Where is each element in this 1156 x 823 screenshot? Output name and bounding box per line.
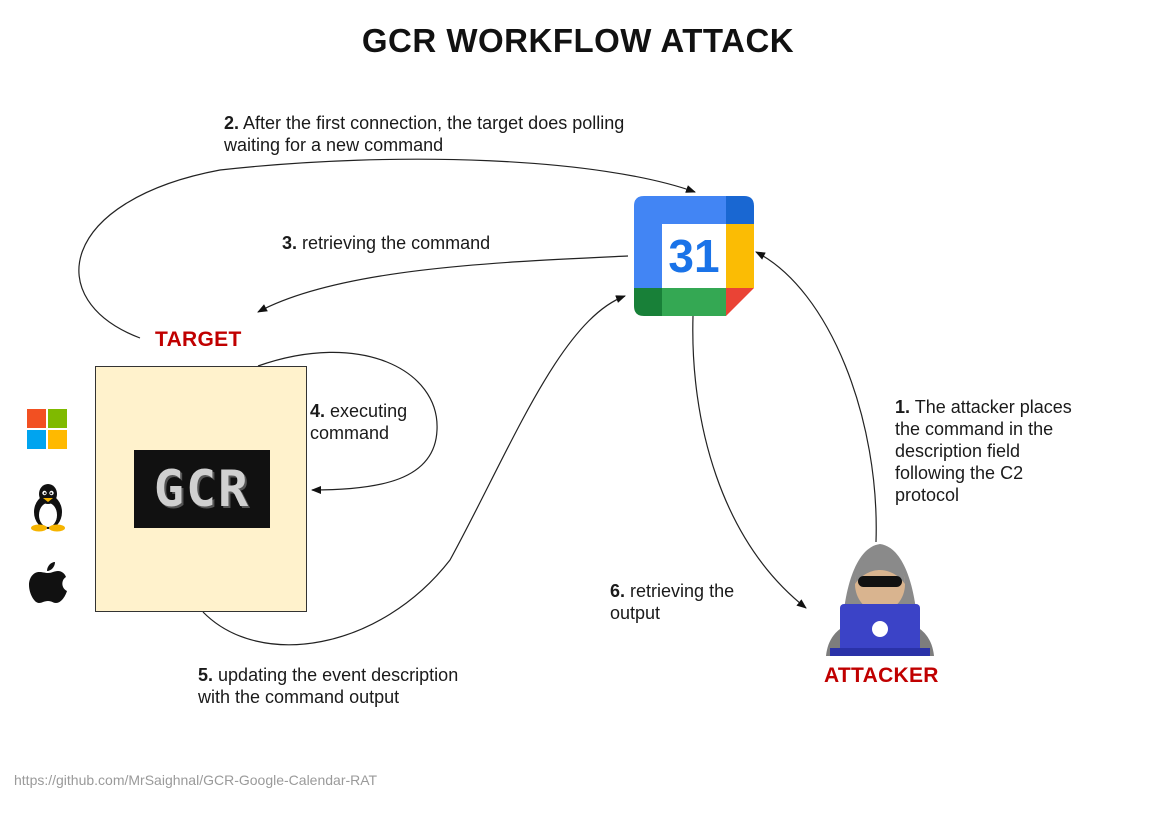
step-text: with the command output [198, 687, 400, 707]
step-number: 5. [198, 665, 214, 685]
step-text: retrieving the command [302, 233, 491, 253]
step-text: updating the event description [218, 665, 459, 685]
step-4-label: 4. executing command [310, 400, 407, 444]
step-5-label: 5. updating the event description with t… [198, 664, 458, 708]
step-number: 3. [282, 233, 298, 253]
arrow-step-1-place-command [755, 251, 877, 543]
gcr-logo: GCR [134, 450, 270, 528]
calendar-day-number: 31 [668, 230, 719, 282]
step-text: executing [330, 401, 408, 421]
step-number: 4. [310, 401, 326, 421]
step-text: waiting for a new command [224, 135, 444, 155]
step-text: output [610, 603, 661, 623]
arrow-step-2-polling [78, 158, 696, 339]
step-2-label: 2. After the first connection, the targe… [224, 112, 624, 156]
windows-icon [27, 409, 67, 449]
diagram-title: GCR WORKFLOW ATTACK [361, 22, 795, 59]
step-1-label: 1. The attacker places the command in th… [895, 396, 1072, 506]
arrow-step-6-retrieve-output [692, 315, 807, 609]
step-text: command [310, 423, 390, 443]
arrow-step-5-update-description [202, 295, 626, 646]
arrow-step-4-execute [257, 351, 438, 494]
step-text: description field [895, 441, 1021, 461]
step-text: After the first connection, the target d… [243, 113, 625, 133]
step-text: retrieving the [630, 581, 735, 601]
gcr-logo-text: GCR [153, 460, 251, 518]
step-3-label: 3. retrieving the command [282, 232, 490, 254]
step-number: 6. [610, 581, 626, 601]
step-6-label: 6. retrieving the output [610, 580, 734, 624]
linux-tux-icon [31, 484, 65, 532]
step-text: following the C2 [895, 463, 1024, 483]
target-machine-box [95, 366, 307, 612]
step-text: the command in the [895, 419, 1054, 439]
apple-icon [29, 562, 67, 603]
target-label: TARGET [155, 328, 242, 351]
step-number: 1. [895, 397, 911, 417]
attacker-label: ATTACKER [824, 664, 939, 687]
attacker-hacker-icon [826, 544, 934, 656]
source-url: https://github.com/MrSaighnal/GCR-Google… [14, 772, 378, 788]
step-text: protocol [895, 485, 960, 505]
google-calendar-icon: 31 [634, 196, 754, 316]
step-text: The attacker places [914, 397, 1072, 417]
arrow-step-3-retrieve-command [257, 255, 629, 313]
step-number: 2. [224, 113, 240, 133]
